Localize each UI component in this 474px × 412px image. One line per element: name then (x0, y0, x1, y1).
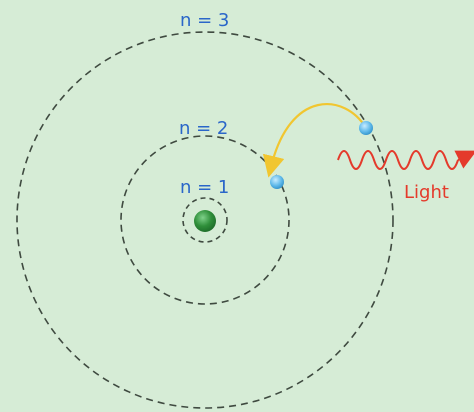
light-label: Light (404, 182, 449, 203)
electron-n2 (270, 175, 284, 189)
light-arrow-head (454, 150, 474, 169)
electron-n3 (359, 121, 373, 135)
label-n2: n = 2 (179, 118, 228, 139)
light-wave (337, 150, 459, 170)
orbit-n2 (120, 135, 290, 305)
label-n1: n = 1 (180, 177, 229, 198)
orbit-n1 (182, 197, 228, 243)
orbit-n3 (16, 31, 394, 409)
nucleus (194, 210, 216, 232)
transition-arrow (262, 102, 367, 178)
label-n3: n = 3 (180, 10, 229, 31)
